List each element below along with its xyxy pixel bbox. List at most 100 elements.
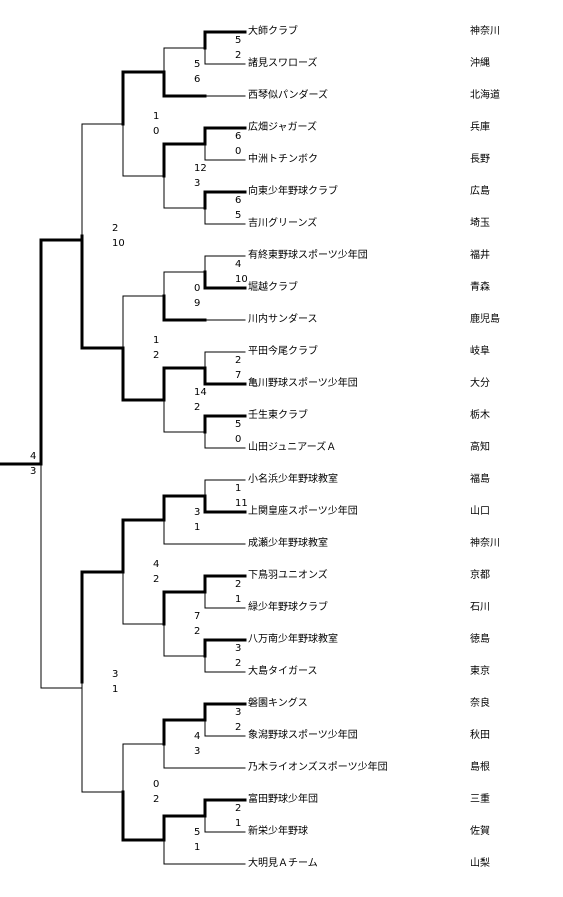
team-name: 堀越クラブ xyxy=(248,282,298,293)
match-score-bottom: 3 xyxy=(30,466,37,477)
match-score-top: 3 xyxy=(235,707,242,718)
team-name: 成瀬少年野球教室 xyxy=(248,538,328,549)
team-name: 富田野球少年団 xyxy=(248,794,318,805)
match-score-top: 6 xyxy=(235,195,242,206)
team-name: 大島タイガース xyxy=(248,666,318,677)
match-score-top: 2 xyxy=(112,223,119,234)
match-score-top: 1 xyxy=(153,111,160,122)
match-score-bottom: 5 xyxy=(235,210,242,221)
team-name: 大師クラブ xyxy=(248,26,298,37)
team-name: 川内サンダース xyxy=(248,314,318,325)
match-score-bottom: 2 xyxy=(194,626,201,637)
team-name: 大明見Ａチーム xyxy=(248,858,318,869)
team-prefecture: 秋田 xyxy=(470,730,490,741)
team-prefecture: 三重 xyxy=(470,794,490,805)
match-score-bottom: 3 xyxy=(194,178,201,189)
team-prefecture: 神奈川 xyxy=(470,538,500,549)
team-name: 新栄少年野球 xyxy=(248,826,308,837)
match-score-top: 5 xyxy=(194,827,201,838)
team-prefecture: 兵庫 xyxy=(470,122,490,133)
team-prefecture: 徳島 xyxy=(470,634,490,645)
team-name: 広畑ジャガーズ xyxy=(248,122,317,133)
team-name: 西琴似パンダーズ xyxy=(248,90,328,101)
team-name: 象潟野球スポーツ少年団 xyxy=(248,730,358,741)
team-name: 向東少年野球クラブ xyxy=(248,186,338,197)
team-name: 小名浜少年野球教室 xyxy=(248,474,338,485)
match-score-bottom: 2 xyxy=(235,658,242,669)
match-score-top: 3 xyxy=(235,643,242,654)
match-score-top: 1 xyxy=(235,483,242,494)
team-name: 下鳥羽ユニオンズ xyxy=(248,570,328,581)
team-name: 中洲トチンボク xyxy=(248,154,318,165)
team-name: 磐園キングス xyxy=(248,698,308,709)
match-score-top: 5 xyxy=(235,419,242,430)
match-score-bottom: 6 xyxy=(194,74,201,85)
match-score-top: 4 xyxy=(194,731,201,742)
team-prefecture: 大分 xyxy=(470,378,490,389)
match-score-bottom: 9 xyxy=(194,298,201,309)
team-name: 緑少年野球クラブ xyxy=(248,602,328,613)
match-score-top: 0 xyxy=(194,283,201,294)
team-prefecture: 石川 xyxy=(470,602,490,613)
match-score-bottom: 0 xyxy=(235,434,242,445)
match-score-top: 2 xyxy=(235,355,242,366)
team-name: 諸見スワローズ xyxy=(248,58,318,69)
team-name: 有終東野球スポーツ少年団 xyxy=(248,250,368,261)
team-name: 上関皇座スポーツ少年団 xyxy=(248,506,358,517)
match-score-bottom: 0 xyxy=(153,126,160,137)
team-prefecture: 島根 xyxy=(470,762,490,773)
match-score-bottom: 2 xyxy=(153,574,160,585)
match-score-bottom: 2 xyxy=(153,350,160,361)
match-score-bottom: 1 xyxy=(194,842,201,853)
team-prefecture: 北海道 xyxy=(470,90,500,101)
match-score-bottom: 0 xyxy=(235,146,242,157)
team-name: 乃木ライオンズスポーツ少年団 xyxy=(248,762,388,773)
match-score-top: 4 xyxy=(235,259,242,270)
match-score-bottom: 10 xyxy=(112,238,125,249)
match-score-bottom: 2 xyxy=(153,794,160,805)
match-score-top: 3 xyxy=(112,669,119,680)
match-score-top: 3 xyxy=(194,507,201,518)
match-score-bottom: 1 xyxy=(235,818,242,829)
match-score-top: 6 xyxy=(235,131,242,142)
team-name: 八万南少年野球教室 xyxy=(248,634,338,645)
match-score-bottom: 10 xyxy=(235,274,248,285)
team-prefecture: 東京 xyxy=(470,666,490,677)
team-prefecture: 青森 xyxy=(470,282,490,293)
match-score-bottom: 2 xyxy=(235,722,242,733)
team-prefecture: 広島 xyxy=(470,186,490,197)
match-score-bottom: 1 xyxy=(112,684,119,695)
match-score-bottom: 1 xyxy=(235,594,242,605)
match-score-bottom: 3 xyxy=(194,746,201,757)
match-score-bottom: 7 xyxy=(235,370,242,381)
match-score-top: 12 xyxy=(194,163,207,174)
team-prefecture: 岐阜 xyxy=(470,346,490,357)
team-prefecture: 高知 xyxy=(470,442,490,453)
match-score-top: 5 xyxy=(235,35,242,46)
match-score-bottom: 2 xyxy=(194,402,201,413)
match-score-top: 2 xyxy=(235,803,242,814)
match-score-top: 7 xyxy=(194,611,201,622)
match-score-bottom: 2 xyxy=(235,50,242,61)
team-name: 亀川野球スポーツ少年団 xyxy=(248,378,358,389)
team-prefecture: 奈良 xyxy=(470,698,490,709)
team-prefecture: 長野 xyxy=(470,154,490,165)
team-name: 山田ジュニアーズＡ xyxy=(248,442,337,453)
match-score-top: 1 xyxy=(153,335,160,346)
match-score-top: 4 xyxy=(30,451,37,462)
match-score-top: 0 xyxy=(153,779,160,790)
match-score-top: 2 xyxy=(235,579,242,590)
match-score-top: 5 xyxy=(194,59,201,70)
team-prefecture: 鹿児島 xyxy=(470,314,500,325)
team-prefecture: 福井 xyxy=(470,250,490,261)
team-name: 吉川グリーンズ xyxy=(248,218,318,229)
match-score-bottom: 1 xyxy=(194,522,201,533)
match-score-top: 14 xyxy=(194,387,207,398)
team-name: 壬生東クラブ xyxy=(248,410,308,421)
match-score-top: 4 xyxy=(153,559,160,570)
team-prefecture: 栃木 xyxy=(470,410,490,421)
team-prefecture: 沖縄 xyxy=(470,58,490,69)
team-prefecture: 神奈川 xyxy=(470,26,500,37)
team-prefecture: 福島 xyxy=(470,474,490,485)
team-prefecture: 山口 xyxy=(470,506,490,517)
